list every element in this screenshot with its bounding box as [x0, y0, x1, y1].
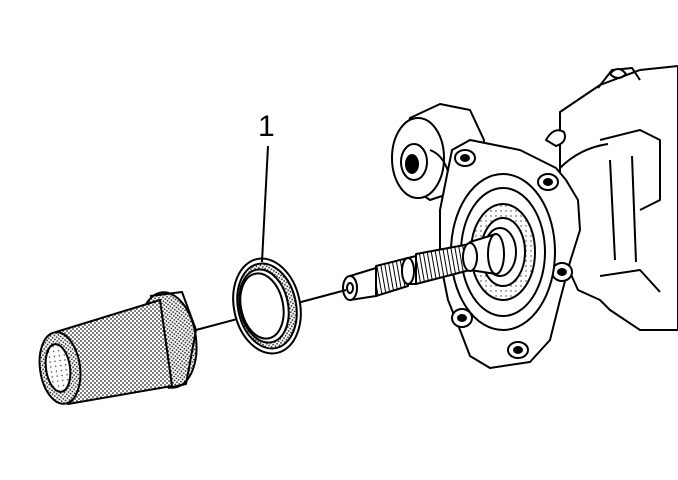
output-shaft-seal: [232, 257, 302, 355]
transfer-case-housing: [391, 65, 678, 369]
output-shaft: [342, 233, 505, 301]
callout-number-1: 1: [258, 110, 275, 143]
seal-installer-tool: [38, 291, 198, 405]
callout-leader-line: [261, 145, 269, 263]
